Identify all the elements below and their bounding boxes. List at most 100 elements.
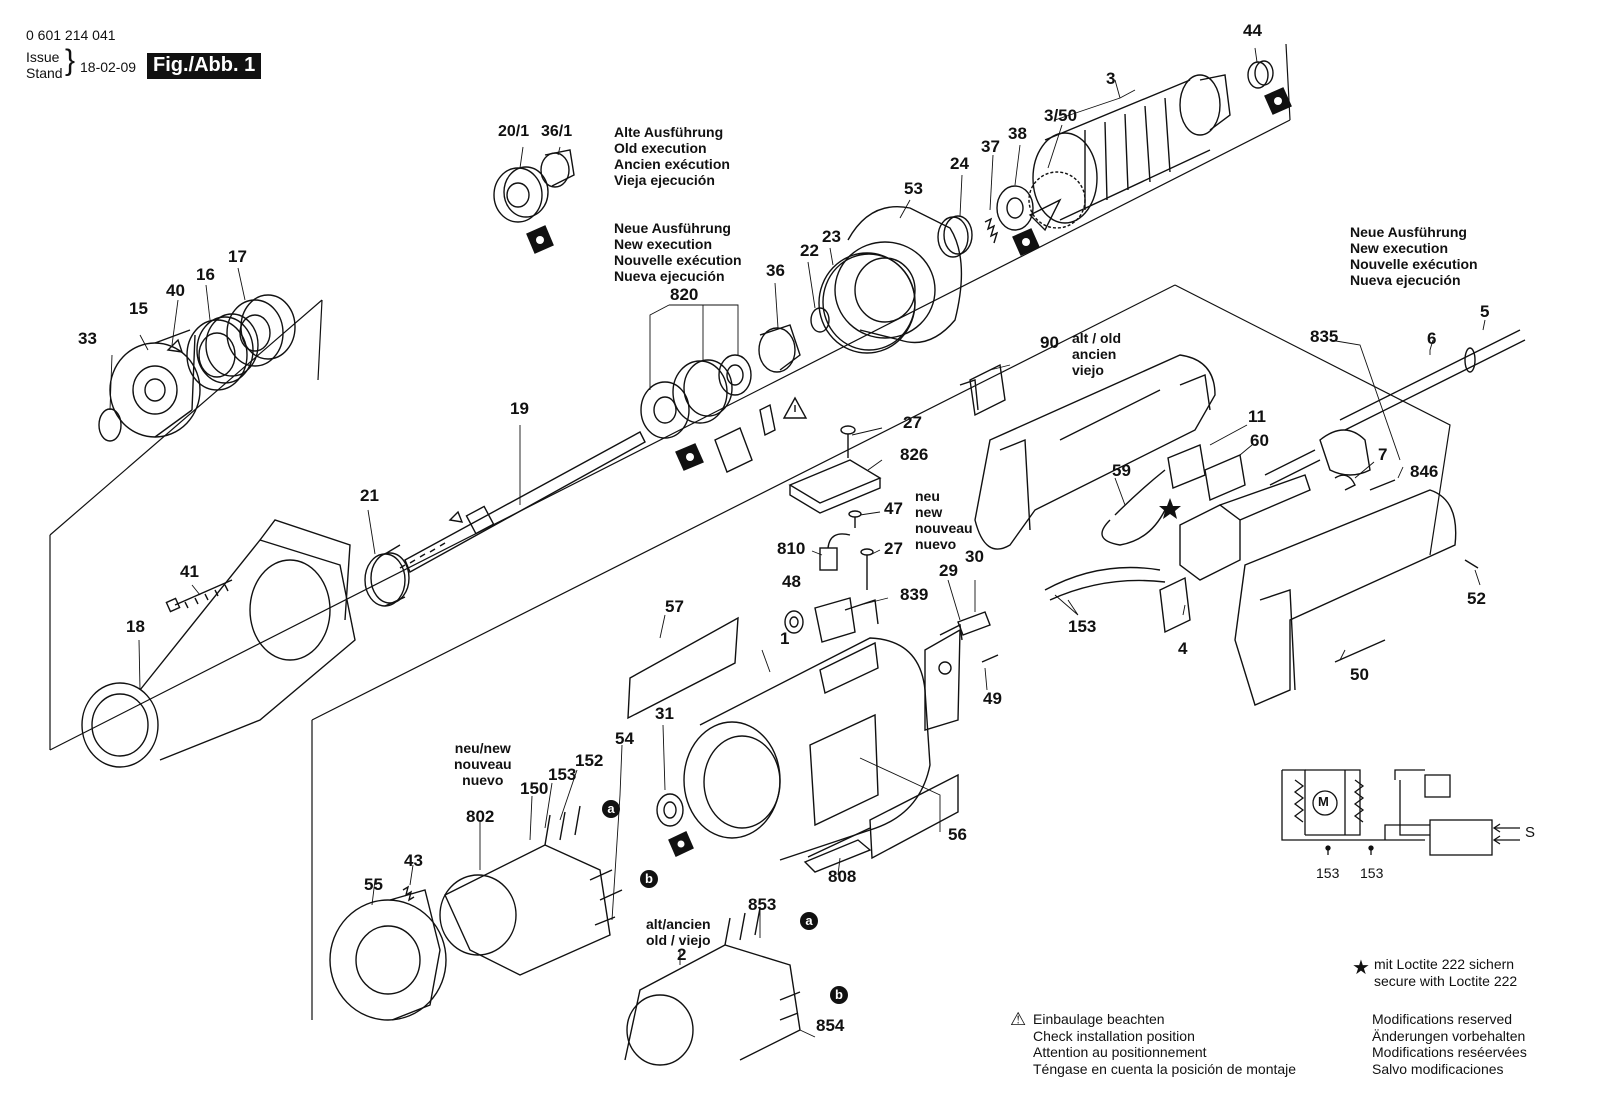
schematic-motor-label: M <box>1318 794 1329 809</box>
part-plate-bracket <box>924 628 961 731</box>
part-label-38: 38 <box>1008 124 1027 143</box>
grease-icon-3 <box>1012 228 1040 256</box>
part-label-808: 808 <box>828 867 857 886</box>
part-label-6: 6 <box>1427 329 1437 348</box>
part-56-label <box>869 773 959 860</box>
part-826-plate <box>788 459 882 514</box>
part-label-4: 4 <box>1178 639 1188 658</box>
part-label-835: 835 <box>1310 327 1339 346</box>
part-label-22: 22 <box>800 241 819 260</box>
part-label-21: 21 <box>360 486 379 505</box>
part-839-brush-holder <box>814 597 879 643</box>
part-label-40: 40 <box>166 281 185 300</box>
part-label-839: 839 <box>900 585 929 604</box>
part-820-insert-card <box>714 427 753 473</box>
part-36-1-gear <box>540 149 575 188</box>
part-36-pinion <box>758 324 801 437</box>
part-23-o-ring <box>818 252 916 354</box>
part-18-gear-head <box>81 519 356 768</box>
grease-icon-2 <box>675 443 704 471</box>
part-27-screw-top <box>840 425 856 458</box>
part-57-label <box>627 616 739 720</box>
part-label-43: 43 <box>404 851 423 870</box>
part-3-armature <box>1028 74 1231 232</box>
part-label-23: 23 <box>822 227 841 246</box>
part-label-24: 24 <box>950 154 969 173</box>
group-outline-upper <box>49 43 1291 751</box>
part-label-29: 29 <box>939 561 958 580</box>
part-835-handle-shell <box>974 354 1216 550</box>
part-label-36-1: 36/1 <box>541 123 573 140</box>
part-label-802: 802 <box>466 807 495 826</box>
part-label-17: 17 <box>228 247 247 266</box>
part-label-36: 36 <box>766 261 785 280</box>
part-55-seal <box>329 889 447 1021</box>
leader-lines <box>109 47 1486 1038</box>
part-label-41: 41 <box>180 562 199 581</box>
part-label-153-b: 153 <box>1068 617 1097 636</box>
schematic-signal-symbol: S <box>1525 824 1536 841</box>
part-48-spring <box>784 610 804 634</box>
part-47-screw <box>848 510 862 528</box>
part-label-2: 2 <box>677 945 687 964</box>
part-153-cables <box>1044 566 1166 601</box>
part-label-52: 52 <box>1467 589 1486 608</box>
part-38-bearing <box>996 185 1034 231</box>
part-2-field-old <box>624 907 801 1066</box>
group-outline-handle <box>1174 284 1451 556</box>
part-label-56: 56 <box>948 825 967 844</box>
schematic-label-153-b: 153 <box>1360 865 1384 881</box>
part-15-flange <box>109 329 201 438</box>
part-label-53: 53 <box>904 179 923 198</box>
part-49-screw <box>981 654 999 663</box>
part-label-7: 7 <box>1378 445 1388 464</box>
issue-brace: } <box>65 44 76 77</box>
figure-badge: Fig./Abb. 1 <box>147 53 262 79</box>
part-label-47: 47 <box>884 499 903 518</box>
part-label-54: 54 <box>615 729 634 748</box>
part-label-826: 826 <box>900 445 929 464</box>
circuit-schematic <box>1281 769 1520 856</box>
part-label-3: 3 <box>1106 69 1116 88</box>
part-21-ring <box>364 544 410 607</box>
part-label-44: 44 <box>1243 21 1262 40</box>
part-5-6-cable <box>1264 329 1526 486</box>
part-810-brush <box>819 533 851 571</box>
part-20-1-bearing <box>493 166 549 223</box>
loctite-star-mark <box>1159 498 1181 519</box>
part-label-19: 19 <box>510 399 529 418</box>
grease-icon-1 <box>526 225 554 254</box>
grease-icon-5 <box>668 831 694 857</box>
part-19-spindle <box>399 431 646 573</box>
part-label-820: 820 <box>670 285 699 304</box>
part-808-label <box>803 827 872 873</box>
part-11-60-switch-parts <box>1167 444 1246 501</box>
part-50-screw <box>1334 639 1386 663</box>
warning-symbol <box>782 396 808 419</box>
marker-b-1: b <box>640 870 658 888</box>
part-41-screw <box>165 579 233 613</box>
part-label-30: 30 <box>965 547 984 566</box>
part-label-33: 33 <box>78 329 97 348</box>
part-label-150: 150 <box>520 779 549 798</box>
part-label-153-a: 153 <box>548 765 577 784</box>
part-label-31: 31 <box>655 704 674 723</box>
part-label-3-50: 3/50 <box>1044 106 1078 125</box>
part-27-screw-lower <box>860 548 874 590</box>
part-53-bearing-plate <box>834 206 963 344</box>
part-40-key <box>166 338 184 353</box>
part-37-spring <box>984 217 999 244</box>
part-59-wires <box>1101 469 1166 546</box>
part-label-37: 37 <box>981 137 1000 156</box>
issue-date: 18-02-09 <box>80 59 137 75</box>
part-label-5: 5 <box>1480 302 1490 321</box>
